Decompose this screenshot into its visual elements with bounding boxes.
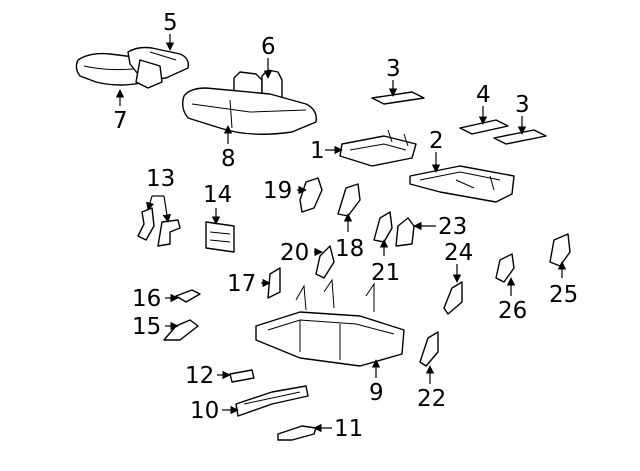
part-pad-3b[interactable] — [493, 129, 547, 145]
part-frame-2[interactable] — [409, 165, 515, 203]
callout-1: 1 — [310, 138, 325, 164]
part-cover-21[interactable] — [373, 211, 393, 243]
part-bracket-23[interactable] — [395, 217, 415, 247]
part-frame-1[interactable] — [339, 129, 417, 167]
part-clip-15[interactable] — [163, 319, 199, 341]
callout-labels: 5 7 6 8 3 4 3 1 2 13 14 19 18 20 17 21 2… — [113, 10, 578, 442]
part-bracket-11[interactable] — [277, 425, 317, 441]
callout-22: 22 — [417, 386, 446, 412]
callout-17: 17 — [227, 271, 256, 297]
part-plate-14[interactable] — [205, 221, 235, 253]
callout-3-right: 3 — [515, 92, 530, 118]
callout-25: 25 — [549, 282, 578, 308]
part-cover-22[interactable] — [419, 331, 439, 367]
callout-10: 10 — [190, 398, 219, 424]
callout-20: 20 — [280, 240, 309, 266]
callout-24: 24 — [444, 240, 473, 266]
part-panel-10[interactable] — [235, 385, 309, 417]
callout-5: 5 — [163, 10, 178, 36]
callout-12: 12 — [185, 363, 214, 389]
callout-4: 4 — [476, 82, 491, 108]
part-bracket-13[interactable] — [137, 207, 181, 247]
callout-8: 8 — [221, 146, 236, 172]
callout-16: 16 — [132, 286, 161, 312]
callout-21: 21 — [371, 260, 400, 286]
callout-13: 13 — [146, 166, 175, 192]
callout-15: 15 — [132, 314, 161, 340]
part-cover-26[interactable] — [495, 253, 515, 283]
leader-lines — [115, 34, 567, 433]
callout-9: 9 — [369, 380, 384, 406]
callout-14: 14 — [203, 182, 232, 208]
part-cover-17[interactable] — [267, 267, 281, 299]
part-cushion-5[interactable] — [127, 46, 190, 89]
callout-7: 7 — [113, 108, 128, 134]
callout-6: 6 — [261, 34, 276, 60]
part-cover-20[interactable] — [315, 245, 335, 279]
callout-11: 11 — [334, 416, 363, 442]
callout-3-upper: 3 — [386, 56, 401, 82]
callout-26: 26 — [498, 298, 527, 324]
callout-23: 23 — [438, 214, 467, 240]
part-cover-19[interactable] — [299, 177, 323, 213]
part-pad-4[interactable] — [459, 119, 509, 135]
part-bench-seat-8[interactable] — [181, 69, 317, 135]
part-clip-16[interactable] — [175, 289, 201, 303]
part-pad-3a[interactable] — [371, 91, 425, 105]
part-seat-frame-9[interactable] — [255, 278, 405, 367]
part-cover-24[interactable] — [443, 281, 463, 315]
callout-19: 19 — [263, 178, 292, 204]
part-pad-12[interactable] — [229, 369, 255, 383]
callout-18: 18 — [335, 236, 364, 262]
callout-2: 2 — [429, 128, 444, 154]
part-cover-25[interactable] — [549, 233, 571, 267]
part-cover-18[interactable] — [337, 183, 361, 217]
